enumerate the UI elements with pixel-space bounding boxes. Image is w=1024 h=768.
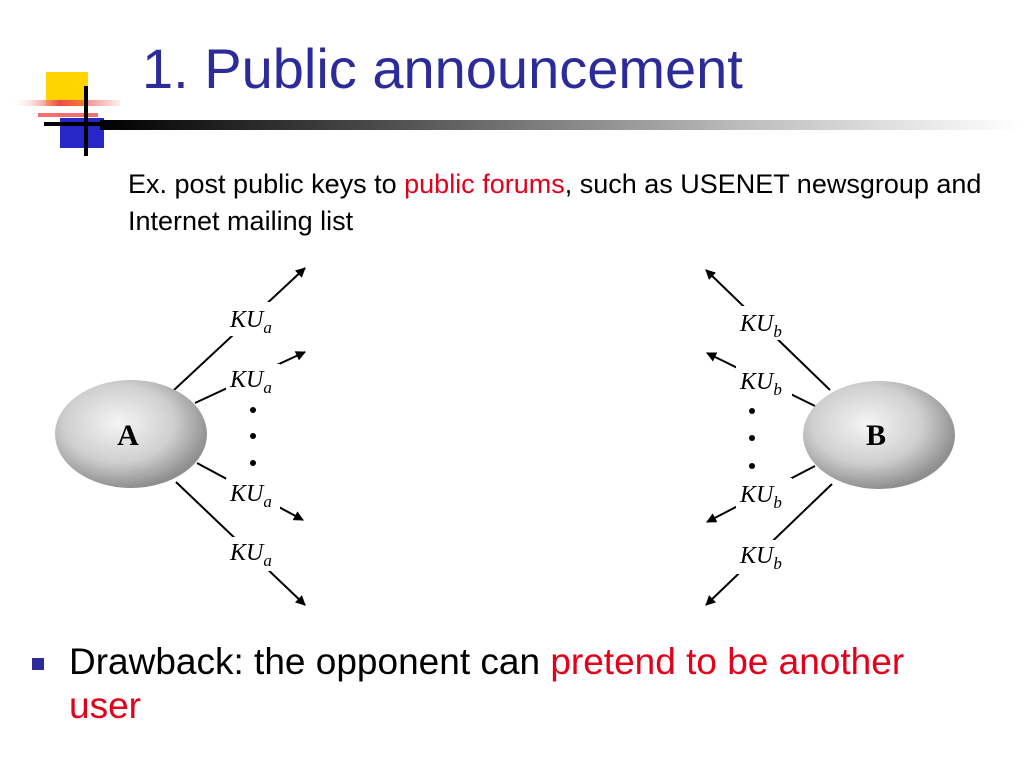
slide-logo-icon [10,72,140,156]
key-label-a-2: KUa [226,364,280,397]
key-label-a-2-base: KU [229,367,265,393]
key-label-a-3: KUa [226,478,280,511]
node-b: B [803,381,955,489]
key-label-a-3-subscript: a [263,492,272,511]
key-label-b-3-subscript: b [773,493,782,512]
svg-text:KUa: KUa [229,367,272,397]
key-label-b-3: KUb [736,478,792,512]
key-label-a-4: KUa [226,537,280,571]
key-label-a-4-base: KU [229,540,265,566]
svg-text:KUa: KUa [229,307,272,337]
node-a-label: A [117,419,139,452]
svg-text:KUb: KUb [739,369,782,399]
svg-text:KUa: KUa [229,481,272,511]
key-label-b-3-base: KU [739,482,775,508]
key-label-b-1-subscript: b [773,322,782,341]
ellipsis-dots-b [749,408,755,469]
title-underline [100,120,1020,130]
node-a: A [55,380,207,488]
key-label-a-1-base: KU [229,307,265,333]
key-label-b-4-subscript: b [773,554,782,573]
node-b-label: B [866,419,886,452]
key-label-b-1: KUb [736,306,792,341]
key-label-a-2-subscript: a [263,378,272,397]
key-distribution-diagram: KUa KUa KUa KUa KUb KUb KUb KUb [55,267,955,606]
bullet-square-icon [32,658,44,670]
svg-text:KUa: KUa [229,540,272,570]
example-text-prefix: Ex. post public keys to [128,169,405,199]
key-label-a-4-subscript: a [263,551,272,570]
key-label-b-2: KUb [736,366,792,399]
bullet-text-prefix: Drawback: the opponent can [69,641,551,682]
key-label-b-4-base: KU [739,543,775,569]
example-highlight: public forums [404,169,565,199]
svg-text:KUb: KUb [739,543,782,573]
slide-title: 1. Public announcement [142,37,743,100]
key-label-b-2-subscript: b [773,380,782,399]
example-text-suffix: , such as USENET newsgroup and Internet … [128,169,982,236]
key-label-a-3-base: KU [229,481,265,507]
svg-text:KUb: KUb [739,311,782,341]
key-label-b-4: KUb [736,540,792,574]
svg-text:KUb: KUb [739,482,782,512]
bullet-text: Drawback: the opponent can pretend to be… [69,640,969,728]
ellipsis-dots-a [250,407,256,466]
example-text: Ex. post public keys to public forums, s… [128,166,988,240]
key-label-a-1-subscript: a [263,318,272,337]
key-label-a-1: KUa [226,302,280,337]
key-label-b-2-base: KU [739,369,775,395]
key-label-b-1-base: KU [739,311,775,337]
bullet-highlight: pretend to be another user [69,641,905,726]
